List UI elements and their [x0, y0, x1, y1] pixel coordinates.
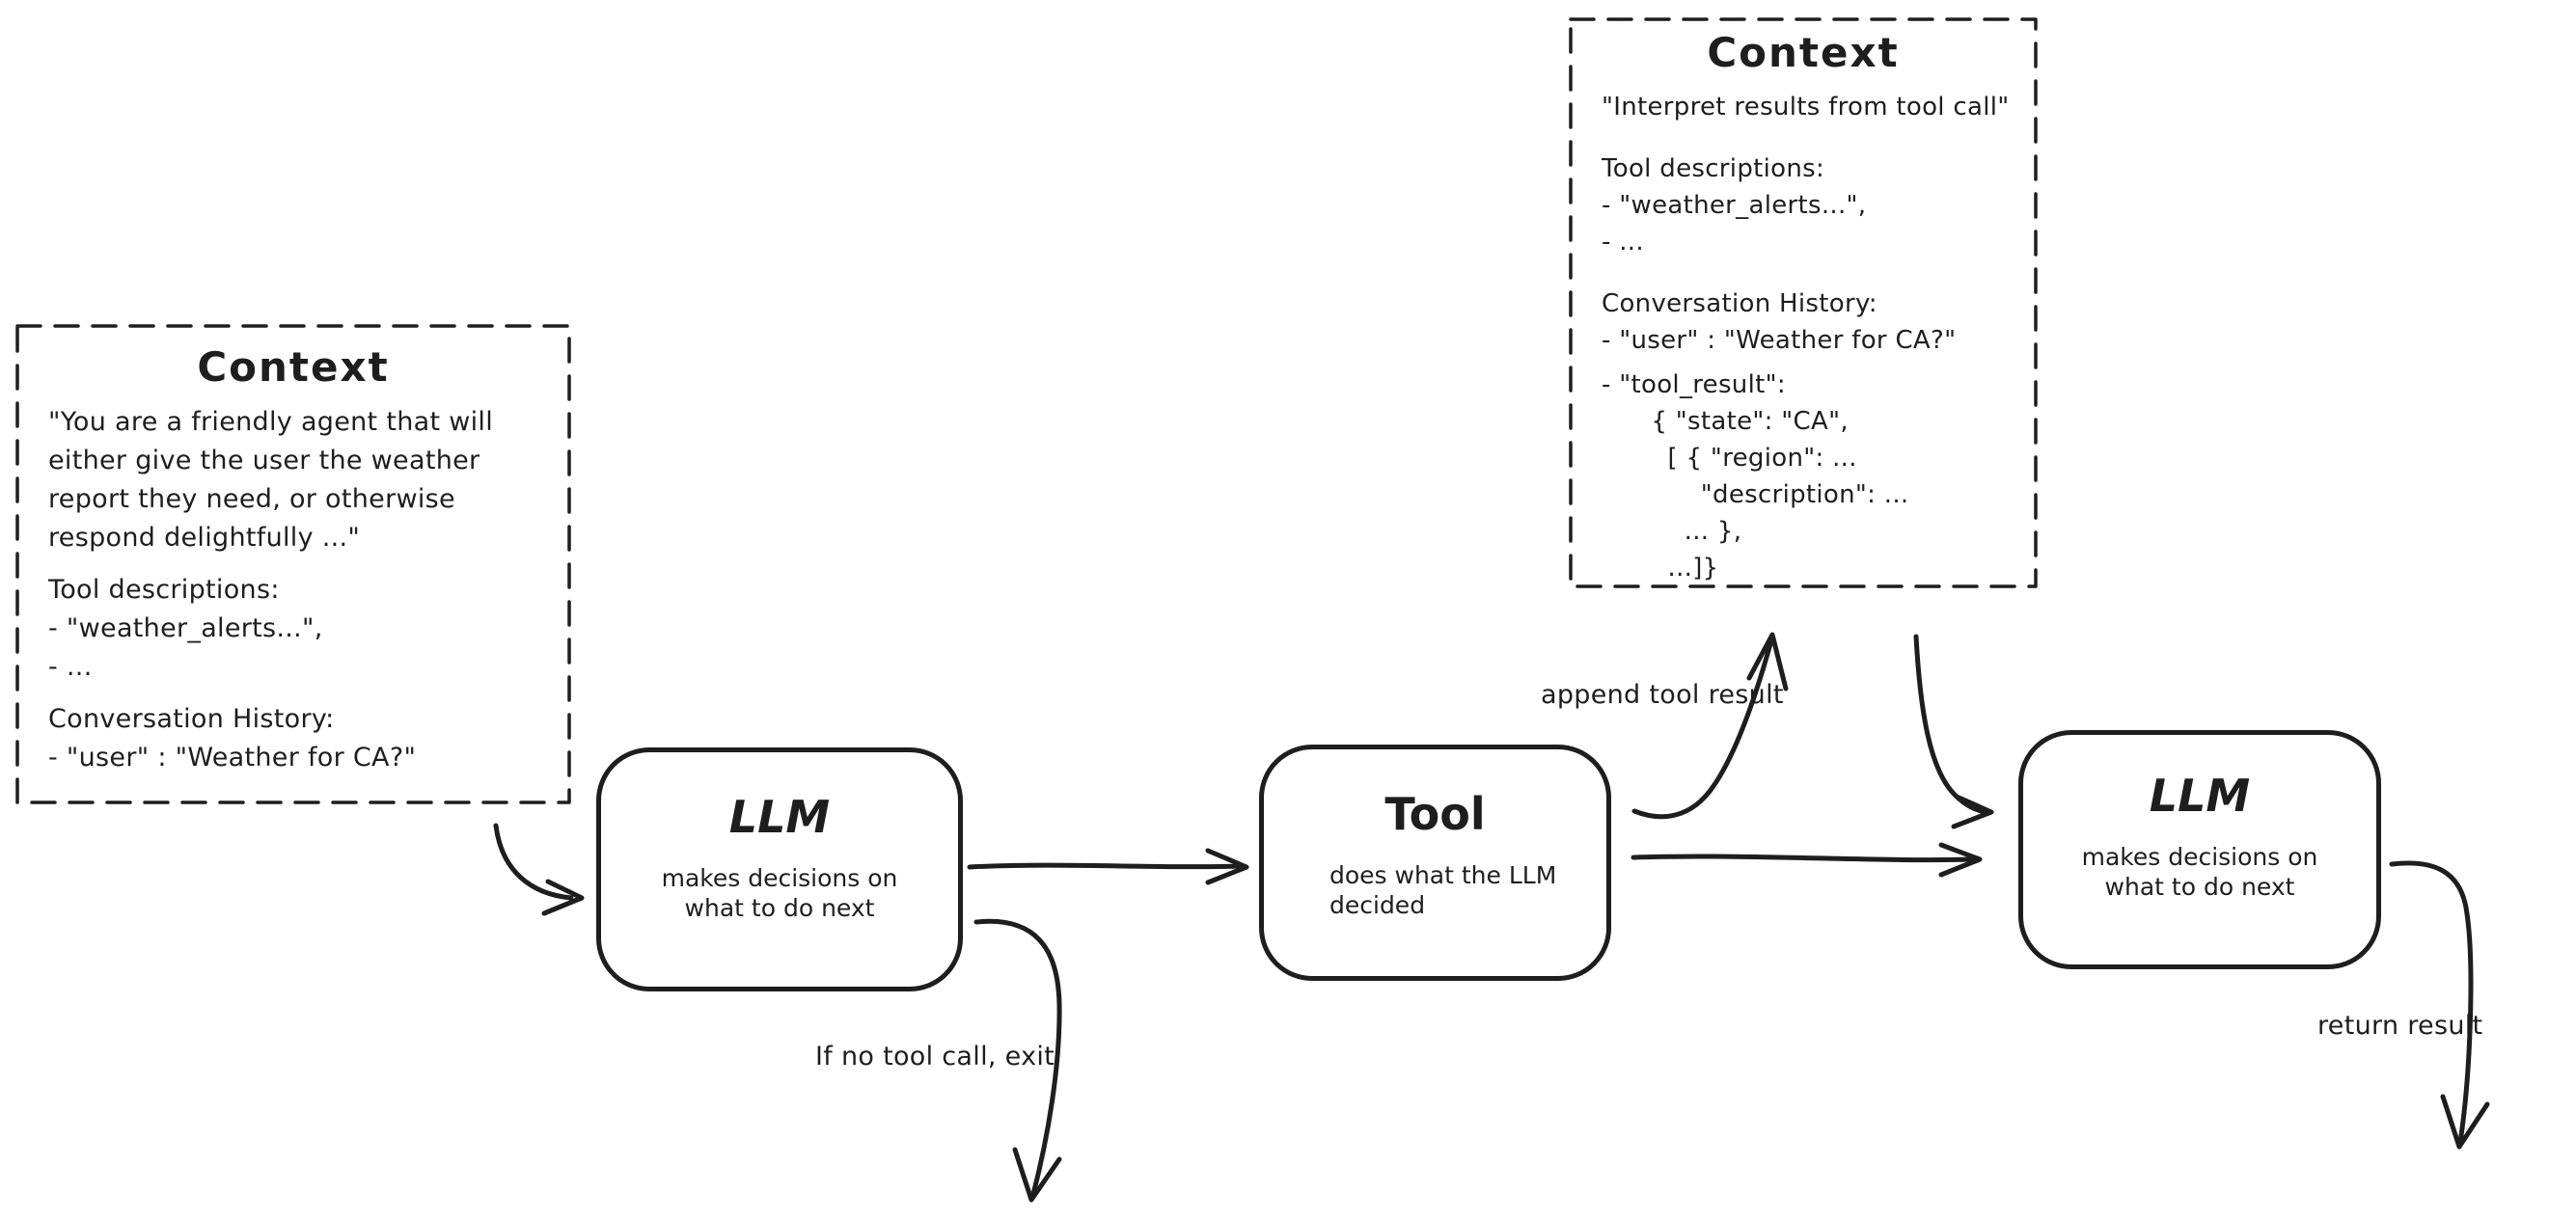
- context-line: - "weather_alerts...",: [48, 613, 323, 644]
- node-tool-title: Tool: [1384, 788, 1486, 840]
- context-line: - ...: [48, 652, 93, 683]
- context-line: { "state": "CA",: [1602, 407, 1849, 437]
- context-line: "You are a friendly agent that will: [48, 407, 494, 438]
- context-line-gap: [48, 687, 569, 700]
- context-right-text: "Interpret results from tool call" Tool …: [1602, 89, 2036, 586]
- node-llm-1-subtitle-line1: makes decisions on: [661, 863, 898, 892]
- arrow-tool-to-context-right: [1631, 638, 1774, 820]
- context-left-box: Context "You are a friendly agent that w…: [17, 326, 569, 802]
- context-line: - "user" : "Weather for CA?": [1602, 326, 1957, 356]
- node-llm-2-title: LLM: [2149, 770, 2251, 822]
- context-line: ... },: [1602, 517, 1742, 547]
- context-line: - "weather_alerts...",: [1602, 191, 1867, 221]
- context-line: - ...: [1602, 228, 1644, 258]
- arrow-llm2-return: [2389, 860, 2474, 1145]
- context-line: report they need, or otherwise: [48, 484, 455, 515]
- node-llm-2-subtitle: makes decisions on what to do next: [2023, 842, 2376, 902]
- arrow-llm1-to-tool-head: [1205, 848, 1249, 885]
- context-line-gap: [1602, 125, 2036, 150]
- arrow-tool-to-llm2-head: [1938, 842, 1983, 878]
- node-llm-1-subtitle: makes decisions on what to do next: [601, 863, 958, 923]
- context-line: either give the user the weather: [48, 446, 480, 476]
- arrow-llm1-to-tool: [967, 862, 1244, 870]
- arrow-context-right-to-llm2: [1913, 634, 1988, 815]
- label-append-tool-result: append tool result: [1541, 680, 1784, 710]
- context-line: Tool descriptions:: [1602, 154, 1825, 184]
- arrow-llm1-exit-head: [1012, 1147, 1062, 1203]
- arrow-tool-to-llm2: [1631, 854, 1975, 863]
- context-line: "description": ...: [1602, 480, 1909, 510]
- context-line: - "user" : "Weather for CA?": [48, 743, 417, 773]
- context-line: Conversation History:: [1602, 289, 1877, 319]
- label-if-no-tool-call-exit: If no tool call, exit: [815, 1042, 1055, 1072]
- node-llm-1: LLM makes decisions on what to do next: [596, 747, 963, 991]
- node-tool-subtitle-line1: does what the LLM: [1329, 860, 1557, 889]
- context-left-text: "You are a friendly agent that will eith…: [48, 403, 569, 777]
- context-line-gap: [1602, 359, 2036, 366]
- node-llm-1-title: LLM: [728, 791, 831, 843]
- context-line: [ { "region": ...: [1602, 444, 1857, 474]
- context-left-title: Context: [197, 343, 390, 391]
- context-right-title: Context: [1707, 29, 1900, 76]
- node-tool: Tool does what the LLM decided: [1259, 745, 1611, 981]
- node-tool-subtitle-line2: decided: [1329, 890, 1426, 919]
- node-llm-2-subtitle-line2: what to do next: [2104, 872, 2295, 901]
- node-tool-subtitle: does what the LLM decided: [1264, 860, 1606, 920]
- node-llm-2-subtitle-line1: makes decisions on: [2081, 842, 2318, 871]
- node-llm-2: LLM makes decisions on what to do next: [2018, 730, 2381, 969]
- arrow-context-left-to-llm1-head: [541, 879, 585, 916]
- context-right-box: Context "Interpret results from tool cal…: [1571, 19, 2036, 586]
- arrow-llm2-return-head: [2440, 1094, 2490, 1150]
- context-line: Tool descriptions:: [48, 575, 280, 606]
- context-line: ...]}: [1602, 554, 1719, 583]
- node-llm-1-subtitle-line2: what to do next: [684, 893, 875, 922]
- context-line: Conversation History:: [48, 704, 335, 735]
- context-line: "Interpret results from tool call": [1602, 93, 2010, 122]
- arrow-context-right-to-llm2-head: [1951, 794, 1994, 829]
- context-line-gap: [48, 557, 569, 571]
- label-return-result: return result: [2317, 1011, 2483, 1041]
- arrow-context-left-to-llm1: [493, 823, 574, 901]
- context-line: - "tool_result":: [1602, 370, 1786, 400]
- context-line: respond delightfully ...": [48, 523, 361, 554]
- context-line-gap: [1602, 260, 2036, 285]
